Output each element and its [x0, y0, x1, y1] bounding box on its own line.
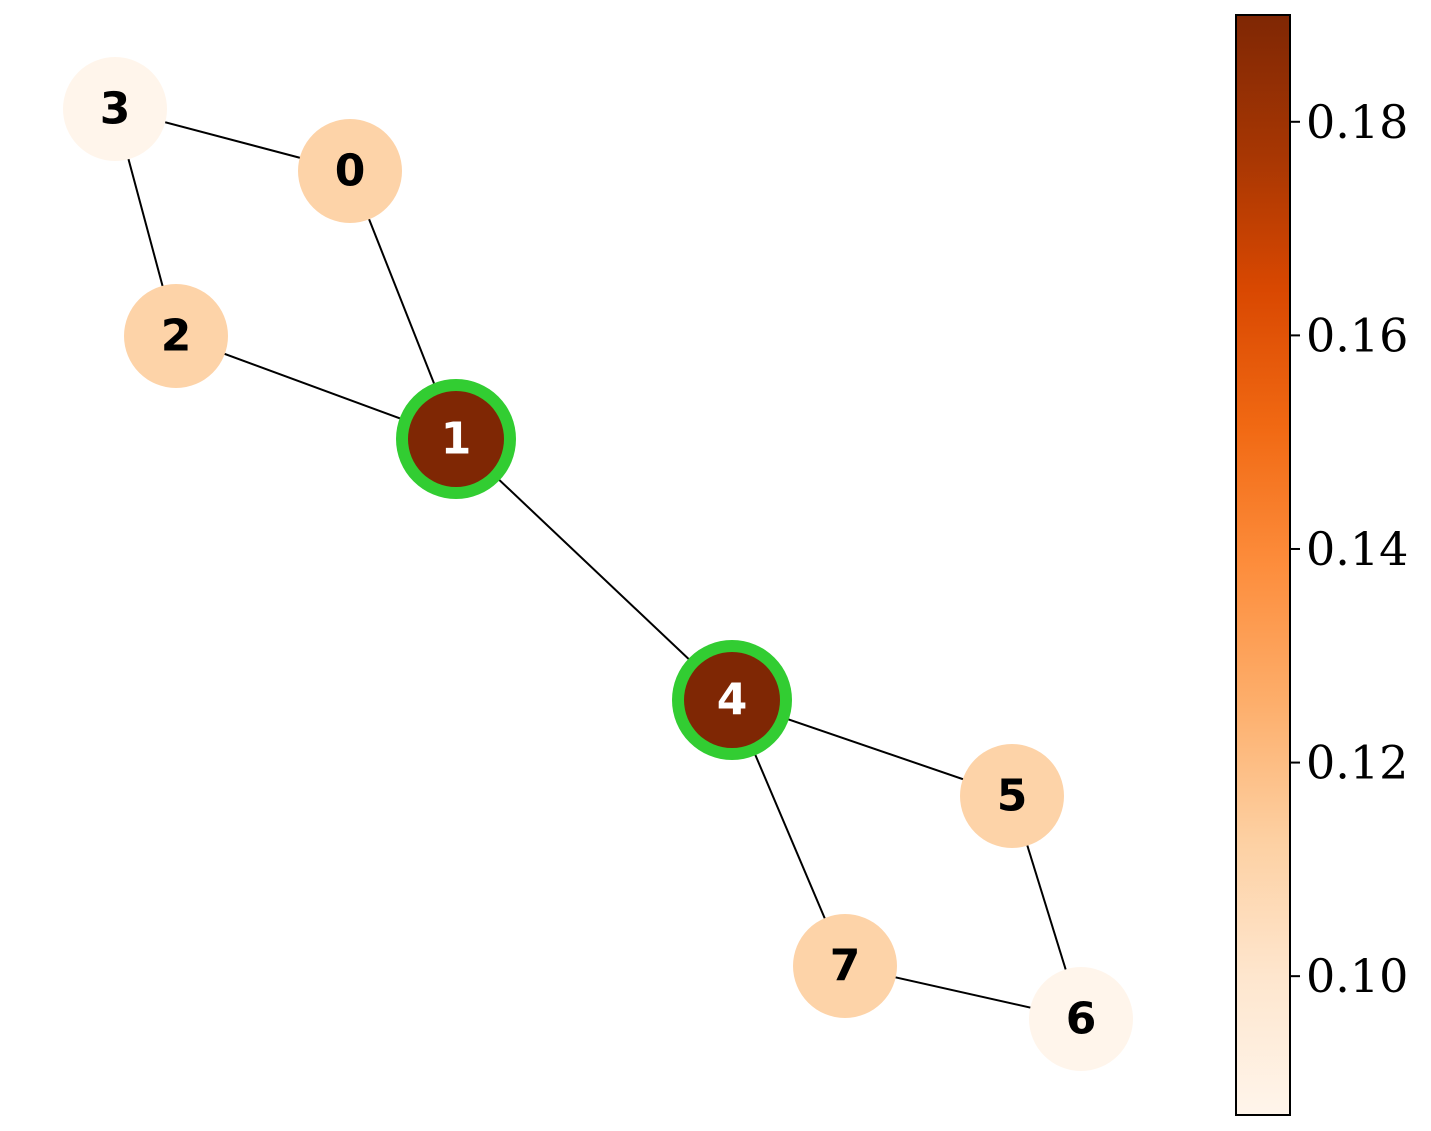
colorbar: 0.10 0.12 0.14 0.16 0.18: [1235, 14, 1408, 1116]
node-0: 0: [298, 119, 402, 223]
node-3: 3: [63, 57, 167, 161]
colorbar-tick-label: 0.18: [1306, 95, 1408, 149]
node-0-circle: [298, 119, 402, 223]
node-5: 5: [960, 744, 1064, 848]
colorbar-tick-label: 0.16: [1306, 308, 1408, 362]
node-6: 6: [1029, 967, 1133, 1071]
colorbar-ticks: 0.10 0.12 0.14 0.16 0.18: [1290, 95, 1408, 1003]
colorbar-tick-label: 0.14: [1306, 522, 1408, 576]
node-7: 7: [793, 914, 897, 1018]
node-1-circle: [408, 391, 504, 487]
graph-edges: [114, 108, 1082, 1020]
node-2: 2: [124, 284, 228, 388]
node-1: 1: [396, 379, 516, 499]
node-1-label: 1: [441, 414, 472, 465]
node-7-circle: [793, 914, 897, 1018]
node-2-circle: [124, 284, 228, 388]
node-3-label: 3: [100, 84, 131, 135]
node-2-label: 2: [161, 311, 192, 362]
colorbar-gradient: [1236, 15, 1290, 1115]
node-4-label: 4: [717, 675, 748, 726]
node-5-label: 5: [997, 771, 1028, 822]
node-5-circle: [960, 744, 1064, 848]
colorbar-tick-label: 0.10: [1306, 949, 1408, 1003]
node-3-circle: [63, 57, 167, 161]
colorbar-tick-label: 0.12: [1306, 736, 1408, 790]
graph-nodes: 0 1 2 3 4 5 6 7: [63, 57, 1133, 1071]
edge-1-4: [455, 438, 733, 701]
node-7-label: 7: [830, 941, 861, 992]
node-0-label: 0: [335, 146, 366, 197]
node-6-label: 6: [1066, 994, 1097, 1045]
colorbar-frame: [1235, 14, 1291, 1116]
node-6-circle: [1029, 967, 1133, 1071]
node-4: 4: [672, 640, 792, 760]
node-4-circle: [684, 652, 780, 748]
